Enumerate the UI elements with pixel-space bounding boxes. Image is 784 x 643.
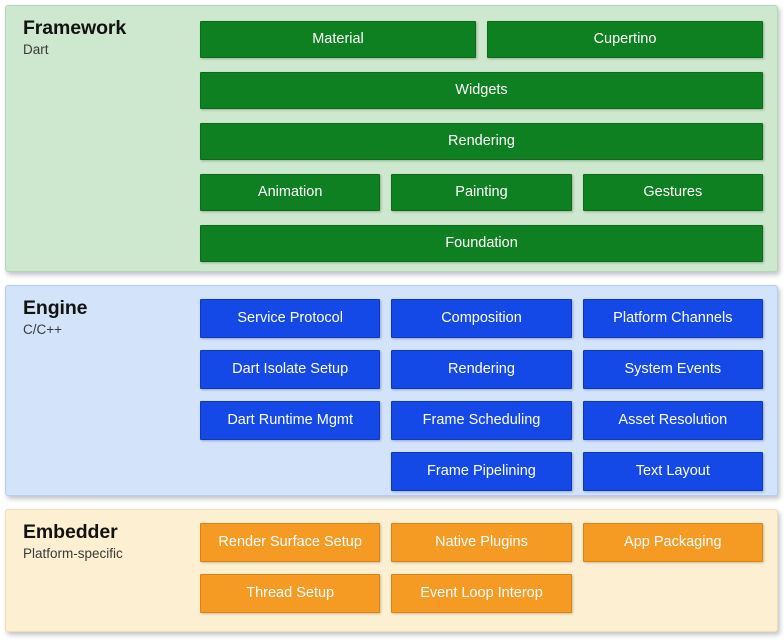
module-row: Widgets <box>200 72 763 109</box>
module-box-composition[interactable]: Composition <box>391 299 572 338</box>
module-box-system-events[interactable]: System Events <box>582 350 763 389</box>
module-row: Foundation <box>200 225 763 262</box>
module-box-rendering[interactable]: Rendering <box>391 350 572 389</box>
module-box-app-packaging[interactable]: App Packaging <box>582 523 763 562</box>
module-box-painting[interactable]: Painting <box>391 174 572 211</box>
module-row: Frame Pipelining Text Layout <box>200 452 763 491</box>
module-box-render-surface-setup[interactable]: Render Surface Setup <box>200 523 381 562</box>
module-box-thread-setup[interactable]: Thread Setup <box>200 574 381 613</box>
module-grid-embedder: Render Surface Setup Native Plugins App Pa… <box>200 510 777 625</box>
module-box-platform-channels[interactable]: Platform Channels <box>582 299 763 338</box>
module-box-text-layout[interactable]: Text Layout <box>582 452 763 491</box>
module-box-material[interactable]: Material <box>200 21 476 58</box>
module-box-widgets[interactable]: Widgets <box>200 72 763 109</box>
module-row: Material Cupertino <box>200 21 763 58</box>
layer-subtitle-framework: Dart <box>23 42 49 57</box>
module-box-animation[interactable]: Animation <box>200 174 381 211</box>
layer-title-embedder: Embedder <box>23 521 118 543</box>
module-box-dart-isolate-setup[interactable]: Dart Isolate Setup <box>200 350 381 389</box>
layer-subtitle-embedder: Platform-specific <box>23 546 123 561</box>
module-row: Dart Runtime Mgmt Frame Scheduling Asset R… <box>200 401 763 440</box>
module-grid-engine: Service Protocol Composition Platform Chan… <box>200 286 777 503</box>
layer-subtitle-engine: C/C++ <box>23 322 63 337</box>
module-box-foundation[interactable]: Foundation <box>200 225 763 262</box>
module-box-rendering[interactable]: Rendering <box>200 123 763 160</box>
layer-title-framework: Framework <box>23 17 127 39</box>
layer-title-engine: Engine <box>23 297 88 319</box>
module-box-cupertino[interactable]: Cupertino <box>487 21 763 58</box>
module-box-service-protocol[interactable]: Service Protocol <box>200 299 381 338</box>
module-box-frame-pipelining[interactable]: Frame Pipelining <box>391 452 572 491</box>
module-row: Rendering <box>200 123 763 160</box>
module-row: Dart Isolate Setup Rendering System Events <box>200 350 763 389</box>
module-row: Animation Painting Gestures <box>200 174 763 211</box>
module-row: Service Protocol Composition Platform Chan… <box>200 299 763 338</box>
module-box-asset-resolution[interactable]: Asset Resolution <box>582 401 763 440</box>
module-row: Render Surface Setup Native Plugins App Pa… <box>200 523 763 562</box>
module-box-native-plugins[interactable]: Native Plugins <box>391 523 572 562</box>
module-row: Thread Setup Event Loop Interop <box>200 574 763 613</box>
module-box-event-loop-interop[interactable]: Event Loop Interop <box>391 574 572 613</box>
module-box-dart-runtime-mgmt[interactable]: Dart Runtime Mgmt <box>200 401 381 440</box>
module-box-gestures[interactable]: Gestures <box>582 174 763 211</box>
module-box-frame-scheduling[interactable]: Frame Scheduling <box>391 401 572 440</box>
